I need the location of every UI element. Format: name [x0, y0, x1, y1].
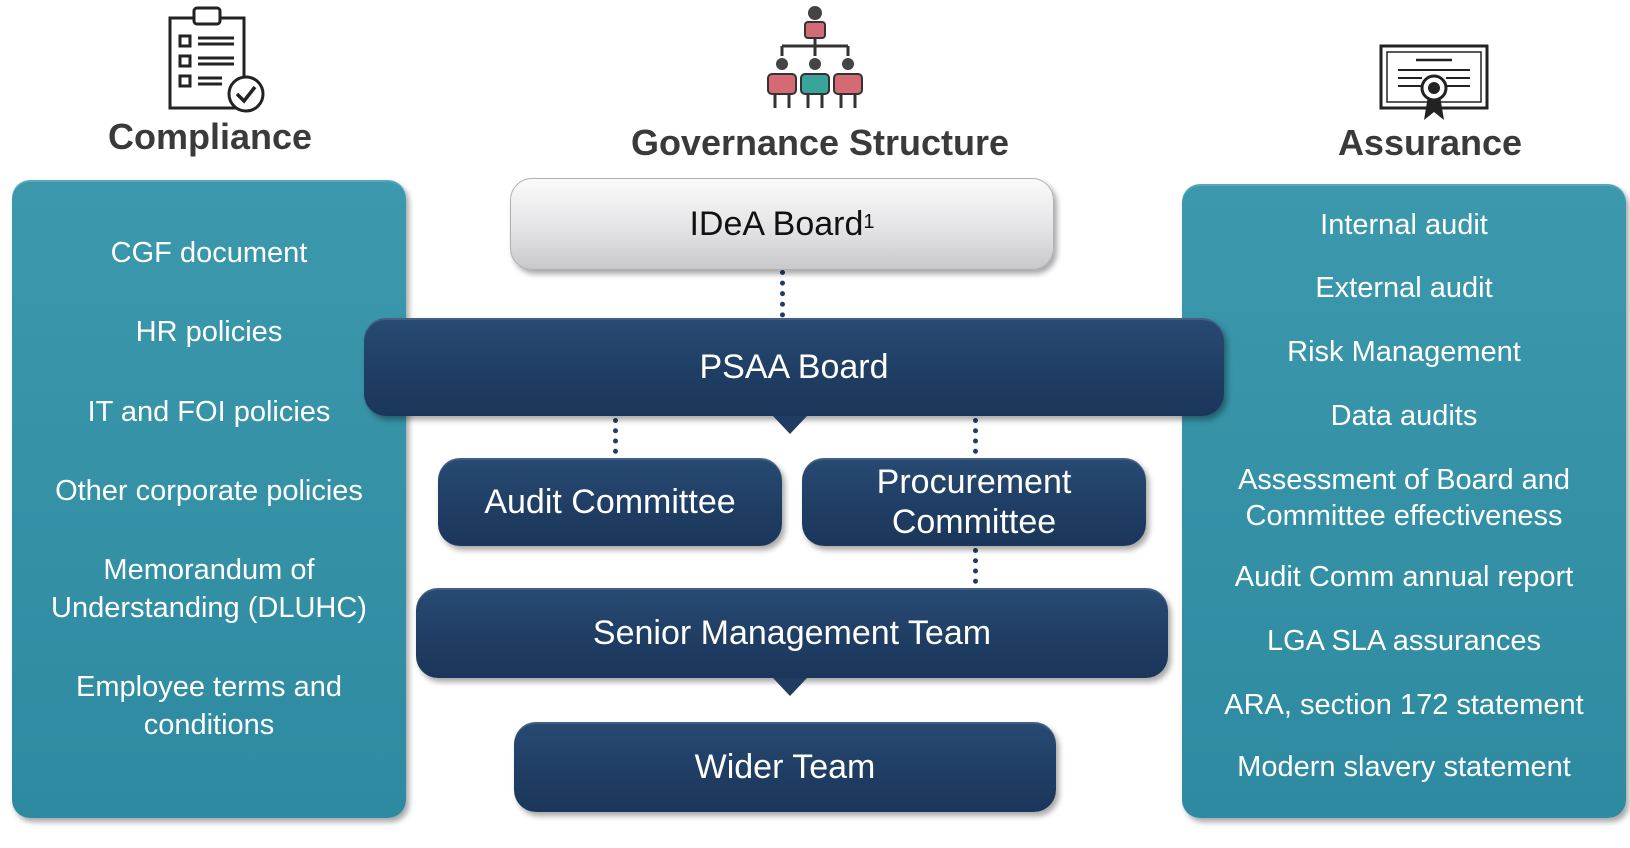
compliance-panel: CGF document HR policies IT and FOI poli… [12, 180, 406, 818]
psaa-board-label: PSAA Board [699, 348, 889, 386]
wider-team-label: Wider Team [694, 748, 876, 786]
compliance-item-it-foi: IT and FOI policies [87, 396, 331, 428]
wider-team-box: Wider Team [514, 722, 1056, 812]
org-hierarchy-icon [767, 6, 863, 108]
connector-idea-psaa [780, 270, 785, 328]
compliance-item-other: Other corporate policies [55, 475, 363, 507]
compliance-item-mou: Memorandum of Understanding (DLUHC) [51, 554, 367, 624]
connector-psaa-audit [613, 418, 618, 464]
compliance-item-hr: HR policies [135, 316, 283, 348]
compliance-item-employee-terms: Employee terms and conditions [76, 671, 342, 741]
assurance-item-lga-sla: LGA SLA assurances [1266, 625, 1542, 657]
assurance-item-audit-comm-report: Audit Comm annual report [1234, 561, 1574, 593]
smt-pointer [773, 678, 807, 696]
certificate-icon [1379, 44, 1489, 120]
assurance-item-data-audits: Data audits [1330, 400, 1478, 432]
clipboard-checklist-icon [168, 6, 265, 113]
connector-procurement-smt [973, 548, 978, 594]
assurance-item-board-assessment: Assessment of Board and Committee effect… [1237, 464, 1571, 532]
assurance-item-internal-audit: Internal audit [1320, 209, 1488, 241]
assurance-heading: Assurance [1337, 122, 1523, 163]
assurance-item-modern-slavery: Modern slavery statement [1237, 751, 1571, 783]
audit-committee-label: Audit Committee [484, 483, 736, 521]
connector-psaa-procurement [973, 418, 978, 464]
psaa-board-pointer [773, 416, 807, 434]
procurement-committee-box: Procurement Committee [802, 458, 1146, 546]
compliance-heading: Compliance [107, 116, 313, 157]
audit-committee-box: Audit Committee [438, 458, 782, 546]
idea-board-footnote: 1 [863, 210, 875, 233]
assurance-item-ara: ARA, section 172 statement [1224, 689, 1584, 721]
assurance-item-external-audit: External audit [1315, 272, 1493, 304]
senior-management-team-label: Senior Management Team [592, 614, 992, 652]
governance-heading: Governance Structure [630, 122, 1010, 163]
assurance-item-risk-management: Risk Management [1287, 336, 1521, 368]
psaa-board-box: PSAA Board [364, 318, 1224, 416]
idea-board-label: IDeA Board [689, 204, 864, 243]
senior-management-team-box: Senior Management Team [416, 588, 1168, 678]
assurance-panel: Internal audit External audit Risk Manag… [1182, 184, 1626, 818]
procurement-committee-label: Procurement Committee [876, 463, 1072, 541]
compliance-item-cgf: CGF document [110, 237, 308, 269]
